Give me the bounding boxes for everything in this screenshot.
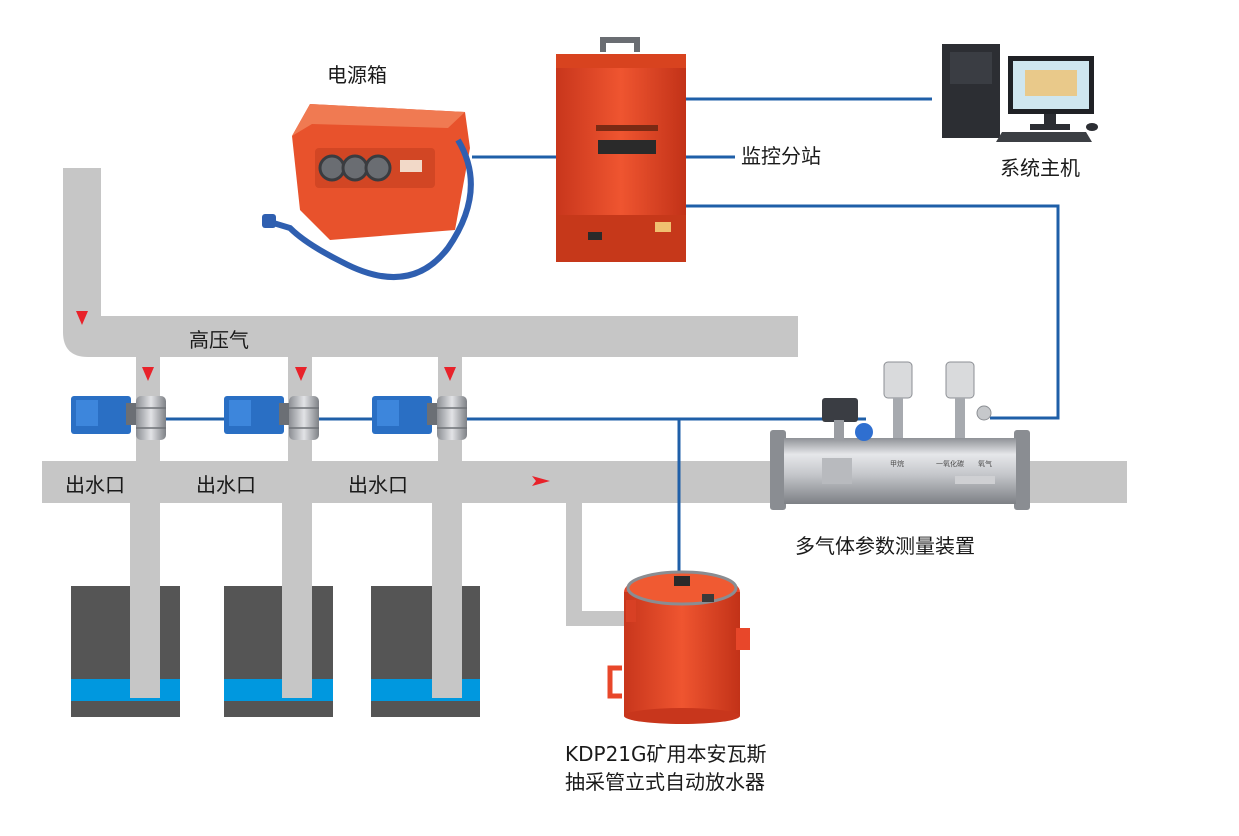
line-station-to-device	[686, 204, 1060, 420]
well-2	[224, 586, 333, 717]
power-cable	[269, 138, 474, 281]
auto-drainer	[607, 570, 750, 724]
pc-mouse	[1086, 123, 1098, 131]
label-power-box: 电源箱	[327, 63, 387, 87]
monitor-station	[556, 37, 686, 262]
arrow-down-air	[76, 311, 88, 325]
label-multi-gas-device: 多气体参数测量装置	[795, 534, 975, 558]
station-display	[598, 140, 656, 154]
arrow-down-1	[142, 367, 154, 381]
sensor-2	[883, 361, 913, 399]
label-system-host: 系统主机	[1000, 156, 1080, 180]
sensor-1	[822, 398, 858, 422]
wells	[71, 586, 480, 717]
gas-text-1: 甲烷	[890, 459, 904, 468]
label-outlet-3: 出水口	[348, 473, 408, 497]
arrow-down-2	[295, 367, 307, 381]
gas-text-2: 一氧化碳	[936, 459, 964, 468]
arrow-right-main	[532, 476, 550, 486]
solenoid-valve-3	[372, 396, 467, 440]
cable-gland-3	[364, 154, 392, 182]
gas-text-3: 氧气	[978, 459, 992, 468]
flow-arrows	[76, 311, 550, 486]
multi-gas-device: 甲烷 一氧化碳 氧气	[770, 361, 1030, 510]
labels: 电源箱 监控分站 系统主机 高压气 出水口 出水口 出水口 多气体参数测量装置 …	[65, 63, 1080, 794]
well-3	[371, 586, 480, 717]
pc-keyboard	[996, 132, 1092, 142]
label-outlet-1: 出水口	[65, 473, 125, 497]
label-outlet-2: 出水口	[196, 473, 256, 497]
arrow-down-3	[444, 367, 456, 381]
sensor-4	[855, 423, 873, 441]
cable-gland-1	[318, 154, 346, 182]
solenoid-valve-2	[224, 396, 319, 440]
label-drainer-line2: 抽采管立式自动放水器	[565, 770, 765, 794]
cable-gland-2	[341, 154, 369, 182]
well-1	[71, 586, 180, 717]
label-high-pressure-air: 高压气	[189, 328, 249, 352]
air-pipe	[63, 168, 798, 357]
system-host	[942, 44, 1098, 142]
solenoid-valve-1	[71, 396, 166, 440]
sensor-3	[945, 361, 975, 399]
label-monitor-station: 监控分站	[741, 144, 821, 168]
label-drainer-line1: KDP21G矿用本安瓦斯	[565, 742, 767, 766]
power-box	[262, 104, 474, 281]
